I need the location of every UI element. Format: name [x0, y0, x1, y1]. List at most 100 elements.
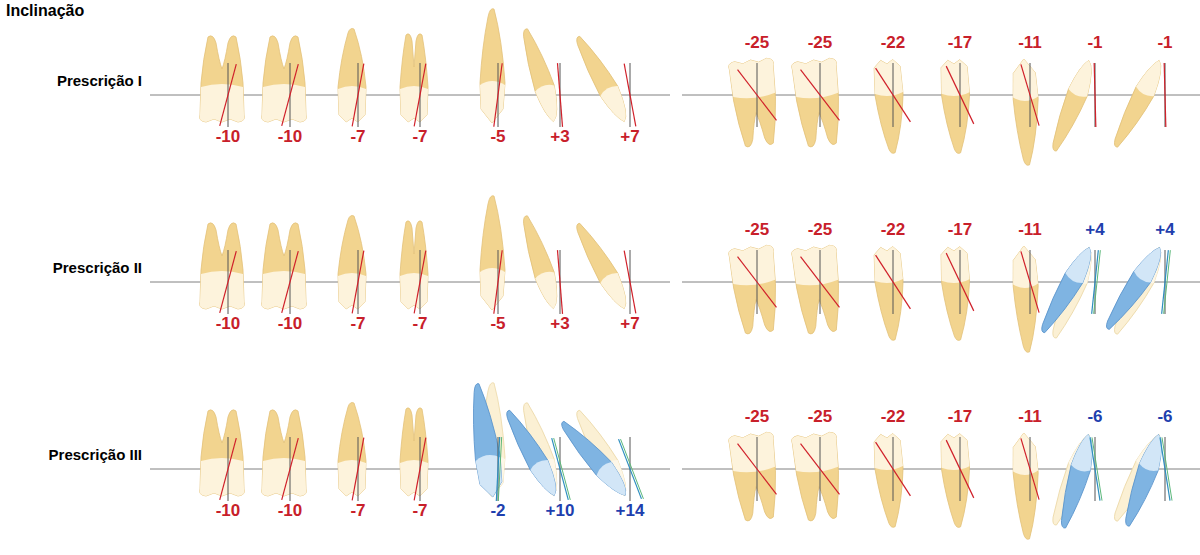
tooth [569, 32, 635, 125]
tooth [1012, 59, 1041, 166]
tooth [873, 59, 907, 154]
torque-line [220, 438, 237, 500]
torque-value: -25 [745, 34, 770, 53]
torque-value: -7 [350, 315, 365, 334]
tooth [200, 410, 245, 496]
torque-value: -25 [808, 34, 833, 53]
torque-line [352, 64, 364, 127]
torque-line [946, 440, 974, 498]
torque-line [282, 64, 299, 126]
torque-line [282, 251, 299, 313]
torque-line [876, 442, 911, 496]
torque-line [619, 439, 642, 499]
prescription-row [150, 196, 1200, 353]
torque-line [496, 437, 499, 501]
torque-line [946, 66, 974, 124]
torque-value: -6 [1087, 408, 1102, 427]
torque-line [624, 64, 636, 127]
row-label: Prescrição I [57, 73, 142, 90]
tooth [516, 26, 565, 124]
torque-line [621, 439, 644, 499]
prescription-row [150, 382, 1200, 540]
tooth [200, 223, 245, 309]
torque-line [1092, 437, 1102, 500]
torque-value: -5 [490, 128, 505, 147]
torque-value: -11 [1018, 221, 1042, 240]
torque-value: -10 [278, 128, 303, 147]
torque-value: -10 [216, 128, 241, 147]
torque-line [876, 255, 911, 309]
torque-line [1021, 251, 1039, 312]
torque-value: +7 [620, 315, 639, 334]
row-label: Prescrição II [53, 260, 142, 277]
torque-value: -7 [412, 128, 427, 147]
torque-line [801, 70, 840, 121]
torque-value: +3 [550, 315, 569, 334]
reference-line [1095, 63, 1096, 127]
tooth [940, 433, 973, 528]
prescription-row [150, 9, 1200, 166]
torque-value: -17 [948, 221, 973, 240]
torque-value: +7 [620, 128, 639, 147]
torque-value: -1 [1087, 34, 1102, 53]
diagram-title: Inclinação [6, 2, 84, 20]
torque-line [1164, 63, 1166, 127]
tooth [728, 245, 782, 335]
torque-value: -10 [216, 502, 241, 521]
torque-line [1090, 437, 1100, 500]
tooth [873, 246, 907, 341]
torque-value: -22 [881, 34, 906, 53]
torque-line [738, 257, 777, 308]
tooth [873, 433, 907, 528]
torque-line [352, 438, 364, 501]
torque-value: -7 [412, 502, 427, 521]
torque-value: -25 [745, 221, 770, 240]
torque-line [738, 70, 777, 121]
torque-value: -10 [278, 502, 303, 521]
torque-value: -1 [1157, 34, 1172, 53]
torque-value: +14 [616, 502, 645, 521]
torque-line [738, 444, 777, 495]
torque-value: +4 [1085, 221, 1104, 240]
tooth [1099, 243, 1169, 334]
torque-value: -6 [1157, 408, 1172, 427]
torque-line [494, 63, 502, 126]
torque-line [352, 251, 364, 314]
torque-line [946, 253, 974, 311]
torque-value: -17 [948, 34, 973, 53]
tooth [569, 219, 635, 312]
torque-value: -11 [1018, 408, 1042, 427]
torque-value: -7 [412, 315, 427, 334]
tooth [262, 36, 307, 122]
tooth [516, 213, 565, 311]
torque-line [801, 444, 840, 495]
torque-line [414, 64, 426, 127]
torque-line [557, 63, 562, 127]
torque-line [1162, 437, 1172, 500]
reference-line [1165, 63, 1166, 127]
torque-value: -11 [1018, 34, 1042, 53]
tooth [262, 410, 307, 496]
reference-lines [220, 63, 1172, 501]
torque-line [801, 257, 840, 308]
torque-line [1160, 437, 1170, 500]
torque-value: -17 [948, 408, 973, 427]
torque-value: -7 [350, 502, 365, 521]
tooth [1012, 246, 1041, 353]
tooth [791, 432, 845, 522]
tooth [262, 223, 307, 309]
tooth [1012, 433, 1041, 540]
torque-value: -10 [278, 315, 303, 334]
torque-line [557, 250, 562, 314]
torque-value: -25 [745, 408, 770, 427]
torque-line [1021, 438, 1039, 499]
torque-line [1162, 250, 1169, 314]
tooth [1045, 58, 1100, 155]
tooth [400, 408, 428, 496]
torque-value: +10 [546, 502, 575, 521]
tooth [791, 58, 845, 148]
tooth [499, 406, 565, 499]
torque-line [1021, 64, 1039, 125]
